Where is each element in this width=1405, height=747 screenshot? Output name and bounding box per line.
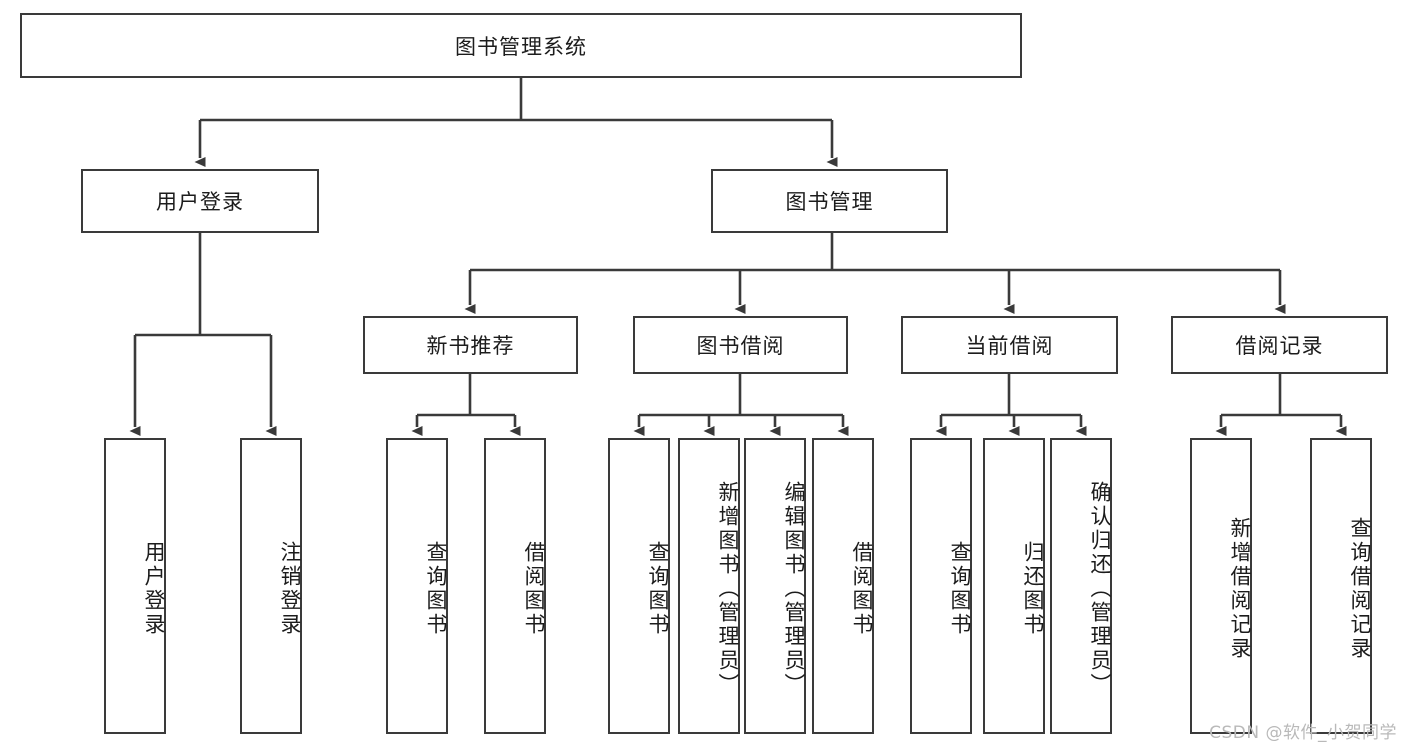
node-leaf-return-book-label: 归还图书 — [1021, 541, 1045, 637]
node-leaf-confirm-return-label: 确认归还（管理员） — [1088, 481, 1112, 697]
node-leaf-query-record[interactable]: 查询借阅记录 — [1310, 438, 1372, 734]
node-leaf-borrow-book-2-label: 借阅图书 — [850, 541, 874, 637]
watermark: CSDN @软件_小贺同学 — [1209, 723, 1397, 743]
node-leaf-borrow-book-1-label: 借阅图书 — [522, 541, 546, 637]
node-leaf-query-book-2-label: 查询图书 — [646, 541, 670, 637]
node-leaf-query-book-1-label: 查询图书 — [424, 541, 448, 637]
node-leaf-add-book[interactable]: 新增图书（管理员） — [678, 438, 740, 734]
node-leaf-user-login[interactable]: 用户登录 — [104, 438, 166, 734]
node-root-label: 图书管理系统 — [455, 34, 587, 59]
node-leaf-borrow-book-1[interactable]: 借阅图书 — [484, 438, 546, 734]
node-book-manage[interactable]: 图书管理 — [711, 169, 948, 233]
node-root[interactable]: 图书管理系统 — [20, 13, 1022, 78]
node-leaf-logout[interactable]: 注销登录 — [240, 438, 302, 734]
node-leaf-query-book-2[interactable]: 查询图书 — [608, 438, 670, 734]
node-leaf-user-login-label: 用户登录 — [142, 541, 166, 637]
node-book-manage-label: 图书管理 — [785, 190, 874, 214]
node-leaf-borrow-book-2[interactable]: 借阅图书 — [812, 438, 874, 734]
node-leaf-add-record-label: 新增借阅记录 — [1228, 517, 1252, 661]
node-leaf-add-record[interactable]: 新增借阅记录 — [1190, 438, 1252, 734]
node-new-book-recommend[interactable]: 新书推荐 — [363, 316, 578, 374]
node-current-borrow-label: 当前借阅 — [965, 334, 1054, 358]
node-leaf-logout-label: 注销登录 — [278, 541, 302, 637]
node-borrow-record-label: 借阅记录 — [1235, 334, 1324, 358]
node-user-login[interactable]: 用户登录 — [81, 169, 319, 233]
node-leaf-query-book-3-label: 查询图书 — [948, 541, 972, 637]
node-leaf-confirm-return[interactable]: 确认归还（管理员） — [1050, 438, 1112, 734]
node-leaf-query-record-label: 查询借阅记录 — [1348, 517, 1372, 661]
node-new-book-recommend-label: 新书推荐 — [426, 334, 515, 358]
node-leaf-query-book-1[interactable]: 查询图书 — [386, 438, 448, 734]
node-user-login-label: 用户登录 — [156, 190, 244, 214]
node-leaf-edit-book[interactable]: 编辑图书（管理员） — [744, 438, 806, 734]
node-book-borrow[interactable]: 图书借阅 — [633, 316, 848, 374]
node-current-borrow[interactable]: 当前借阅 — [901, 316, 1118, 374]
node-book-borrow-label: 图书借阅 — [696, 334, 785, 358]
node-leaf-add-book-label: 新增图书（管理员） — [716, 481, 740, 697]
node-leaf-return-book[interactable]: 归还图书 — [983, 438, 1045, 734]
node-borrow-record[interactable]: 借阅记录 — [1171, 316, 1388, 374]
node-leaf-query-book-3[interactable]: 查询图书 — [910, 438, 972, 734]
node-leaf-edit-book-label: 编辑图书（管理员） — [782, 481, 806, 697]
